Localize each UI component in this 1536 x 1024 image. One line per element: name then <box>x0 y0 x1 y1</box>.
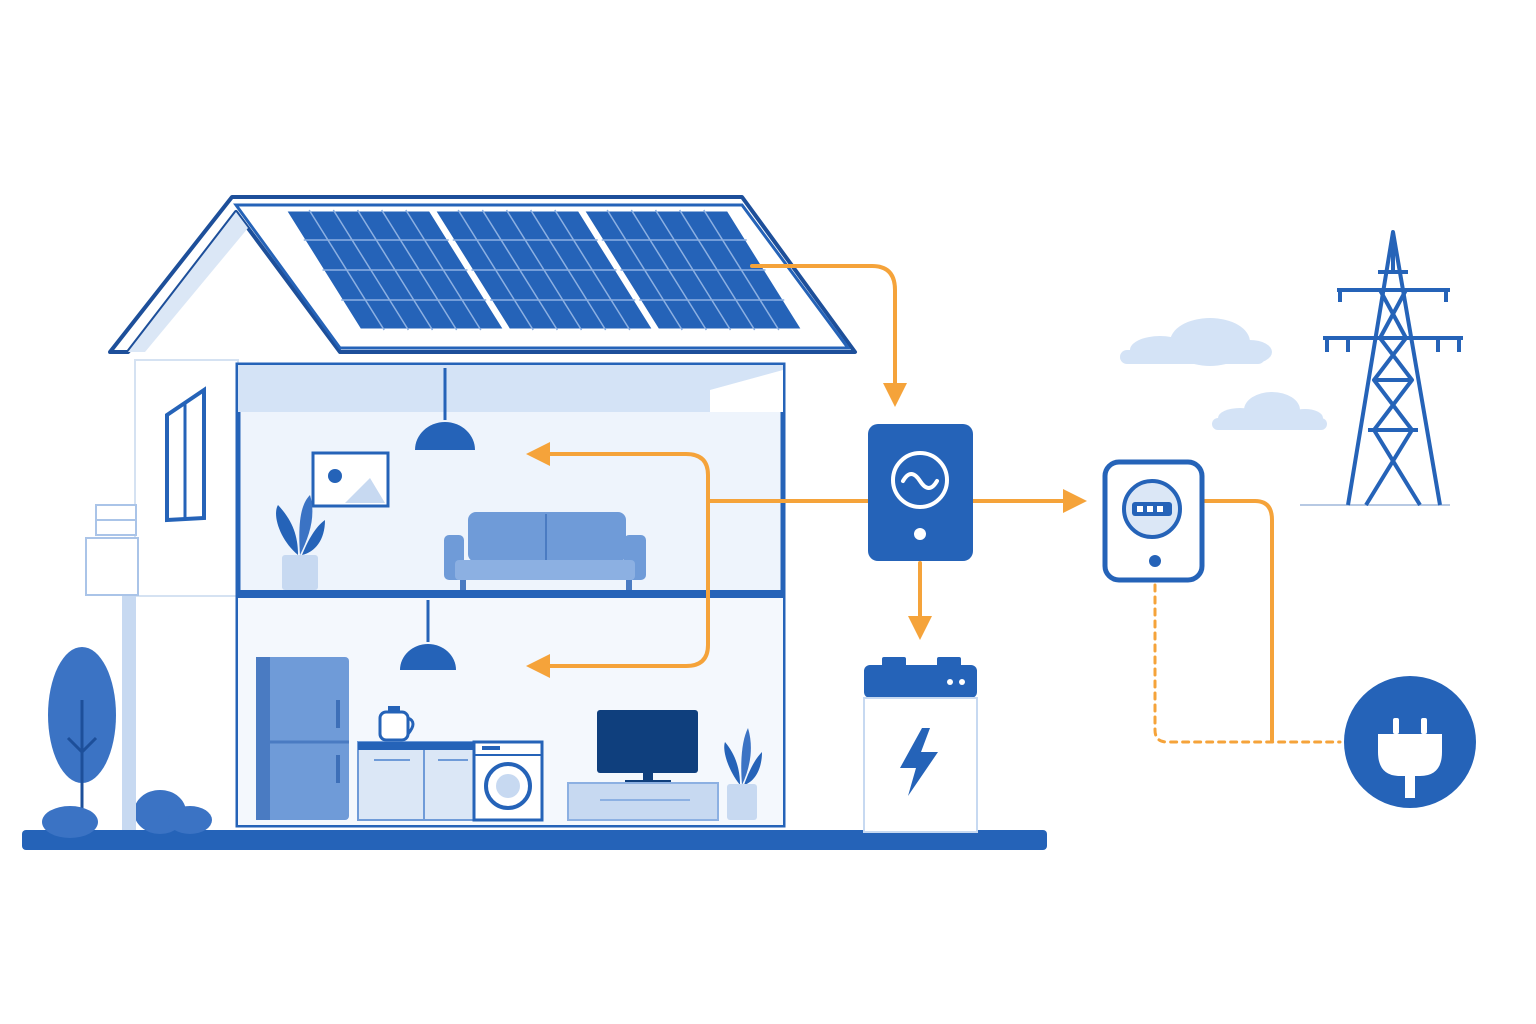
flow-to-upper-floor <box>526 442 710 503</box>
ground-line <box>22 830 1047 850</box>
solar-panel-grid-line <box>356 209 434 331</box>
solar-panel-grid-line <box>654 209 732 331</box>
solar-panel-grid-line <box>703 209 780 331</box>
solar-panel-grid-line <box>481 209 558 331</box>
washing-machine <box>472 740 544 822</box>
solar-panel-grid-line <box>405 209 482 331</box>
solar-panel-grid-line <box>530 209 607 331</box>
home-battery <box>863 657 978 833</box>
solar-panel-grid-line <box>457 209 534 331</box>
solar-panel-array <box>282 208 806 332</box>
kettle-icon <box>378 706 415 742</box>
smart-meter <box>1102 459 1205 583</box>
refrigerator <box>256 657 349 820</box>
kitchen-counter <box>357 741 479 821</box>
transmission-tower-icon <box>1323 230 1463 507</box>
sine-wave-icon <box>901 472 939 490</box>
solar-panel-grid-line <box>505 209 583 331</box>
solar-panel-grid-line <box>554 209 631 331</box>
solar-panel-grid-line <box>630 209 707 331</box>
flow-panels-to-inverter <box>750 264 907 407</box>
wall-picture <box>311 451 390 508</box>
cloud-icon <box>1212 392 1327 430</box>
ceiling-lamp <box>415 368 475 450</box>
side-window <box>165 386 206 523</box>
flow-meter-to-plug <box>1153 583 1342 744</box>
sofa <box>444 512 646 590</box>
plug-icon <box>1344 676 1476 808</box>
solar-panel-grid-line <box>332 209 409 331</box>
inverter <box>868 424 973 561</box>
potted-plant <box>724 728 762 820</box>
ceiling-lamp <box>400 600 456 670</box>
potted-plant <box>276 495 325 590</box>
solar-panel-grid-line <box>381 209 458 331</box>
tree-icon <box>48 647 116 830</box>
cloud-icon <box>1120 318 1272 366</box>
solar-panel-grid-line <box>679 209 756 331</box>
energy-flow-lines <box>526 264 1342 744</box>
lightning-bolt-icon <box>900 728 938 796</box>
bush-icon <box>42 790 212 838</box>
flow-meter-to-grid <box>1200 499 1274 742</box>
solar-panel-grid-line <box>308 209 385 331</box>
solar-panel-grid-line <box>606 209 683 331</box>
flow-to-lower-floor <box>526 499 710 678</box>
tv-stand <box>567 782 719 821</box>
